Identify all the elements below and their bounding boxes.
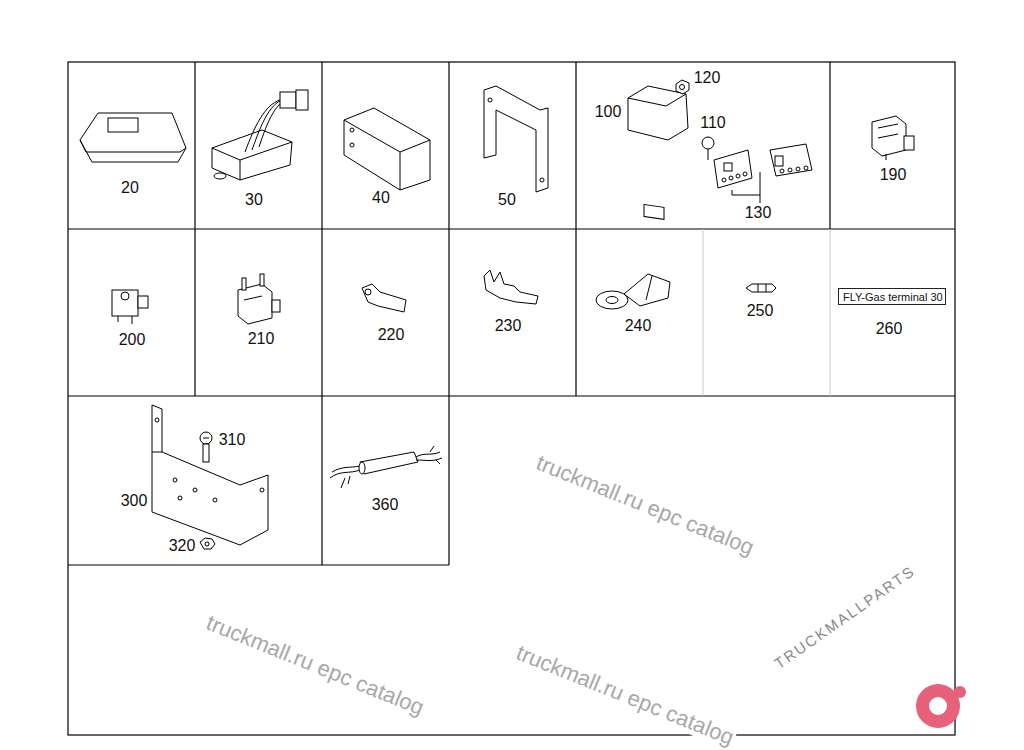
terminal-tag: FLY-Gas terminal 30 <box>838 288 946 305</box>
callout-number: 120 <box>694 70 721 86</box>
callout-number: 320 <box>169 538 196 554</box>
watermark: truckmall.ru epc catalog <box>201 610 429 721</box>
callout-number: 230 <box>495 318 522 334</box>
leader-lines <box>732 172 760 203</box>
grid-frame <box>68 62 955 735</box>
callout-number: 20 <box>121 180 139 196</box>
tag-text: FLY-Gas terminal 30 <box>843 291 941 303</box>
callout-number: 260 <box>876 321 903 337</box>
callout-number: 40 <box>372 190 390 206</box>
callout-number: 300 <box>121 493 148 509</box>
watermark: truckmall.ru epc catalog <box>511 640 739 750</box>
callout-number: 190 <box>880 167 907 183</box>
watermark: truckmall.ru epc catalog <box>531 450 759 561</box>
callout-number: 310 <box>219 432 246 448</box>
part-drawings <box>80 80 914 549</box>
callout-number: 210 <box>248 331 275 347</box>
callout-number: 50 <box>498 192 516 208</box>
callout-number: 100 <box>595 104 622 120</box>
callout-number: 240 <box>625 318 652 334</box>
callout-number: 220 <box>378 327 405 343</box>
callout-number: 360 <box>372 497 399 513</box>
watermark: TRUCKMALLPARTS <box>770 562 920 674</box>
callout-number: 200 <box>119 332 146 348</box>
callout-number: 110 <box>700 115 726 131</box>
light-dividers <box>703 229 830 396</box>
logo-gear <box>916 684 966 728</box>
callout-number: 130 <box>745 205 772 221</box>
callout-number: 250 <box>747 303 774 319</box>
callout-number: 30 <box>245 192 263 208</box>
